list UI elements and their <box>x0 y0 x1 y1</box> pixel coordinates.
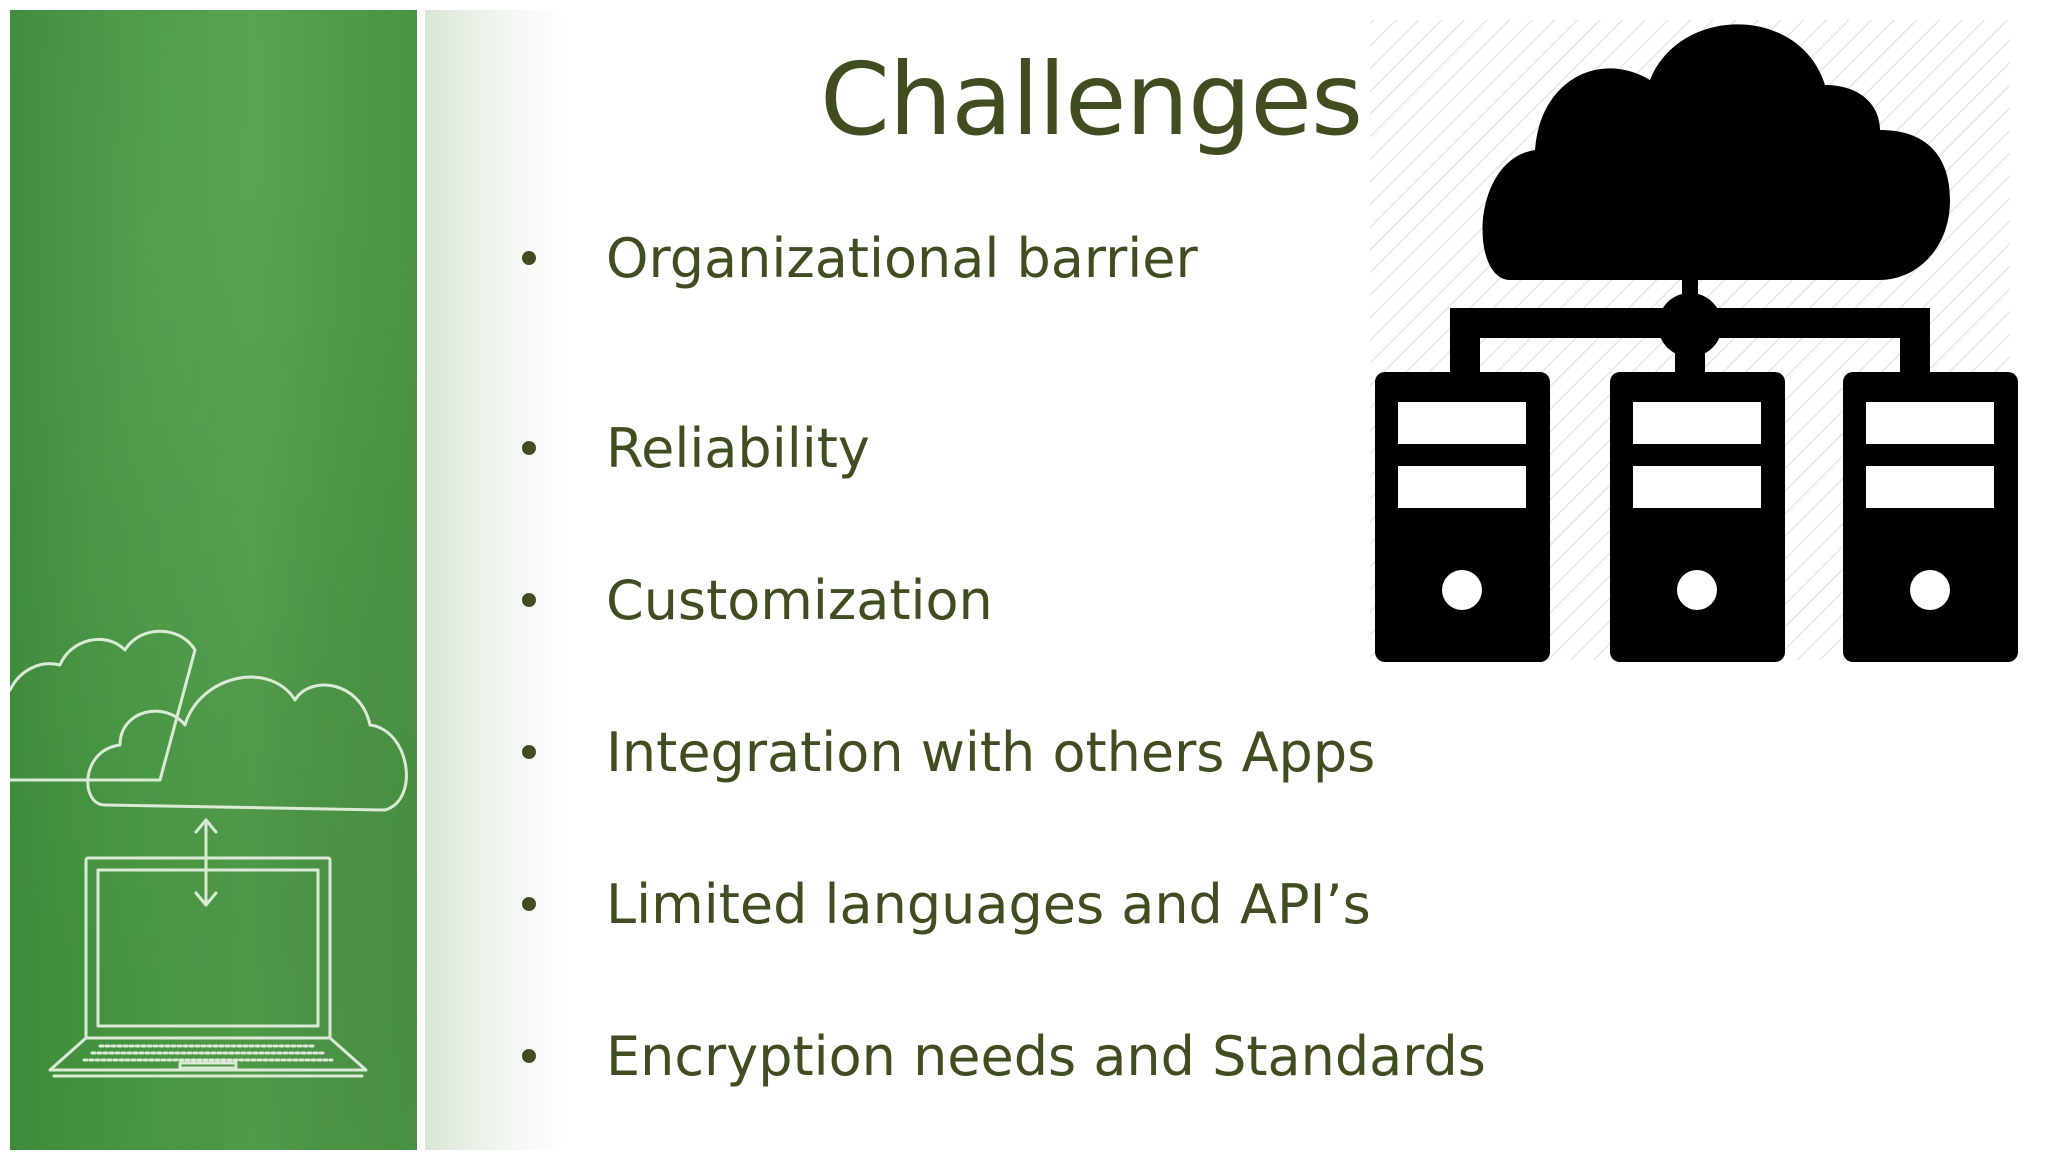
bullet-icon <box>522 593 536 607</box>
bullet-text: Integration with others Apps <box>606 720 1376 784</box>
server-right-icon <box>1843 372 2018 662</box>
bullet-icon <box>522 897 536 911</box>
server-middle-icon <box>1610 372 1785 662</box>
list-item: Encryption needs and Standards <box>510 980 1486 1132</box>
bullet-text: Reliability <box>606 416 870 480</box>
bullet-icon <box>522 745 536 759</box>
bullet-list: Organizational barrier Reliability Custo… <box>510 220 1486 1132</box>
chalk-cloud-laptop-icon <box>10 629 408 1078</box>
bullet-icon <box>522 251 536 265</box>
bullet-icon <box>522 1049 536 1063</box>
slide-title: Challenges <box>820 41 1363 158</box>
bullet-text: Limited languages and API’s <box>606 872 1371 936</box>
bullet-text: Encryption needs and Standards <box>606 1024 1486 1088</box>
bullet-icon <box>522 441 536 455</box>
cloud-servers-icon <box>1370 20 2018 662</box>
list-item: Reliability <box>510 372 1486 524</box>
chalkboard-panel <box>10 10 417 1150</box>
list-item: Limited languages and API’s <box>510 828 1486 980</box>
bullet-text: Organizational barrier <box>606 226 1198 290</box>
fade-panel <box>425 10 565 1150</box>
list-item: Organizational barrier <box>510 220 1486 296</box>
list-item: Integration with others Apps <box>510 676 1486 828</box>
bullet-text: Customization <box>606 568 993 632</box>
list-item: Customization <box>510 524 1486 676</box>
server-left-icon <box>1375 372 1550 662</box>
